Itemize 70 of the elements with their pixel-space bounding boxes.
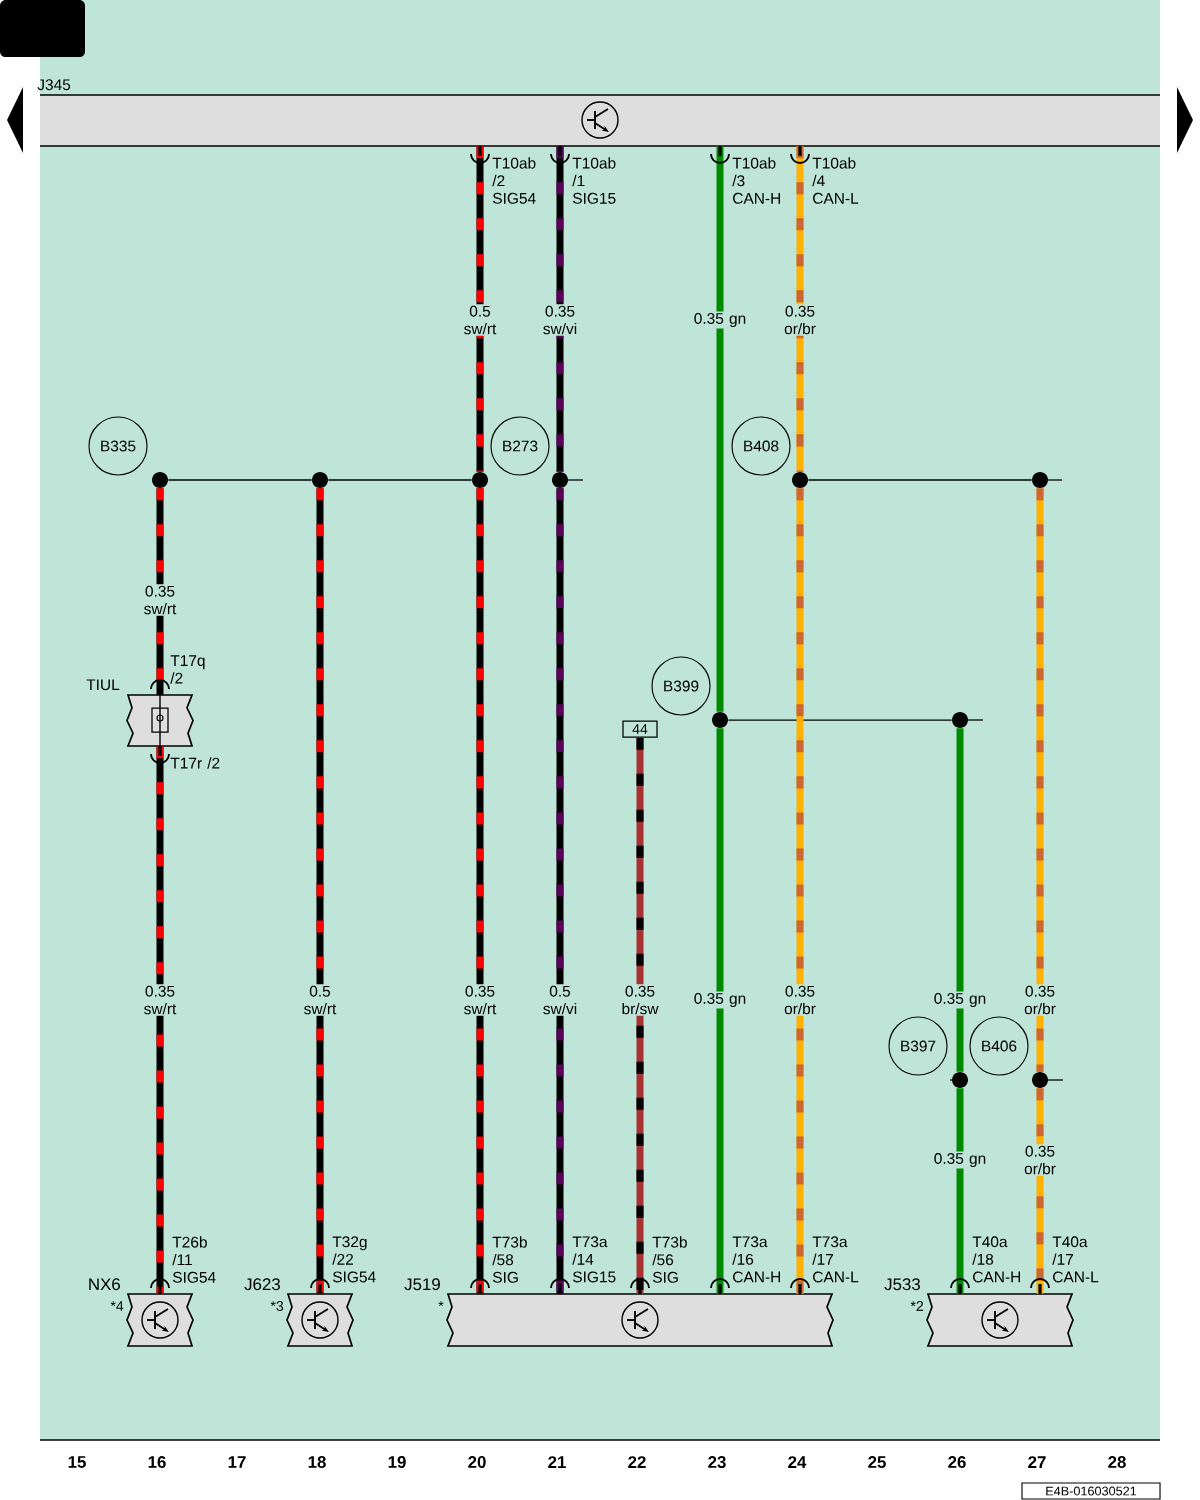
unit-label: J519 [404, 1278, 440, 1291]
pin-label: T17q /2 [170, 655, 205, 684]
wire-label: 0.35 sw/vi [531, 304, 589, 336]
wire-label: 0.35 or/br [1011, 1144, 1069, 1176]
column-number: 22 [628, 1456, 646, 1468]
column-number: 18 [308, 1456, 326, 1468]
unit-label: NX6 [89, 1278, 120, 1291]
column-number: 27 [1028, 1456, 1046, 1468]
footnote-mark: *2 [910, 1301, 923, 1311]
wire [1036, 488, 1044, 1072]
connector-box: 44 [622, 720, 658, 738]
unit-label: J345 [37, 79, 71, 91]
document-code: E4B-016030521 [1021, 1482, 1161, 1500]
wire [796, 488, 804, 1294]
wire-label: 0.5 sw/rt [451, 304, 509, 336]
column-number: 20 [468, 1456, 486, 1468]
wire-label: 0.35 or/br [771, 304, 829, 336]
pin-label: T73b /56 SIG [652, 1236, 687, 1283]
wire [167, 479, 313, 481]
column-number: 25 [868, 1456, 886, 1468]
column-number: 19 [388, 1456, 406, 1468]
unit-label: TIUL [86, 679, 120, 691]
wire-label: 0.35 sw/rt [131, 584, 189, 616]
splice-dot [952, 1072, 968, 1088]
pin-label: T73b /58 SIG [492, 1236, 527, 1283]
pin-label: T73a /14 SIG15 [572, 1236, 616, 1283]
column-number: 21 [548, 1456, 566, 1468]
column-number: 26 [948, 1456, 966, 1468]
column-number: 17 [228, 1456, 246, 1468]
column-number: 16 [148, 1456, 166, 1468]
splice-dot [552, 472, 568, 488]
pin-label: T10ab /3 CAN-H [732, 157, 780, 204]
column-number: 15 [68, 1456, 86, 1468]
wire [636, 737, 644, 1294]
splice-dot [312, 472, 328, 488]
splice-dot [712, 712, 728, 728]
pin-label: T10ab /1 SIG15 [572, 157, 616, 204]
unit-label: J533 [884, 1278, 920, 1291]
splice-dot [792, 472, 808, 488]
wire [807, 479, 1033, 481]
footnote-mark: *3 [270, 1301, 284, 1311]
wire-label: 0.35 or/br [1011, 984, 1069, 1016]
pin-label: T10ab /4 CAN-L [812, 157, 859, 204]
wire-label: 0.5 sw/rt [291, 984, 349, 1016]
pin-label: T10ab /2 SIG54 [492, 157, 536, 204]
pin-label: T32g /22 SIG54 [332, 1236, 376, 1283]
pin-label: T73a /16 CAN-H [732, 1236, 780, 1283]
wire [727, 719, 953, 721]
unit-label: J623 [244, 1278, 280, 1291]
pin-label: T73a /17 CAN-L [812, 1236, 859, 1283]
column-number: 23 [708, 1456, 726, 1468]
wire-label: 0.35 br/sw [611, 984, 669, 1016]
splice-dot [472, 472, 488, 488]
splice-dot [952, 712, 968, 728]
pin-label: T17r /2 [170, 757, 220, 769]
pin-label: T26b /11 SIG54 [172, 1236, 216, 1283]
wire [327, 479, 473, 481]
splice-dot [152, 472, 168, 488]
pin-label: T40a /17 CAN-L [1052, 1236, 1099, 1283]
pin-label: T40a /18 CAN-H [972, 1236, 1020, 1283]
wire-label: 0.35 sw/rt [131, 984, 189, 1016]
column-number: 24 [788, 1456, 807, 1468]
wire-label: 0.35 sw/rt [451, 984, 509, 1016]
column-number: 28 [1108, 1456, 1126, 1468]
footnote-mark: * [438, 1301, 444, 1307]
splice-dot [1032, 472, 1048, 488]
wire-label: 0.5 sw/vi [531, 984, 589, 1016]
footnote-mark: *4 [110, 1301, 124, 1311]
wire-label: 0.35 or/br [771, 984, 829, 1016]
splice-dot [1032, 1072, 1048, 1088]
